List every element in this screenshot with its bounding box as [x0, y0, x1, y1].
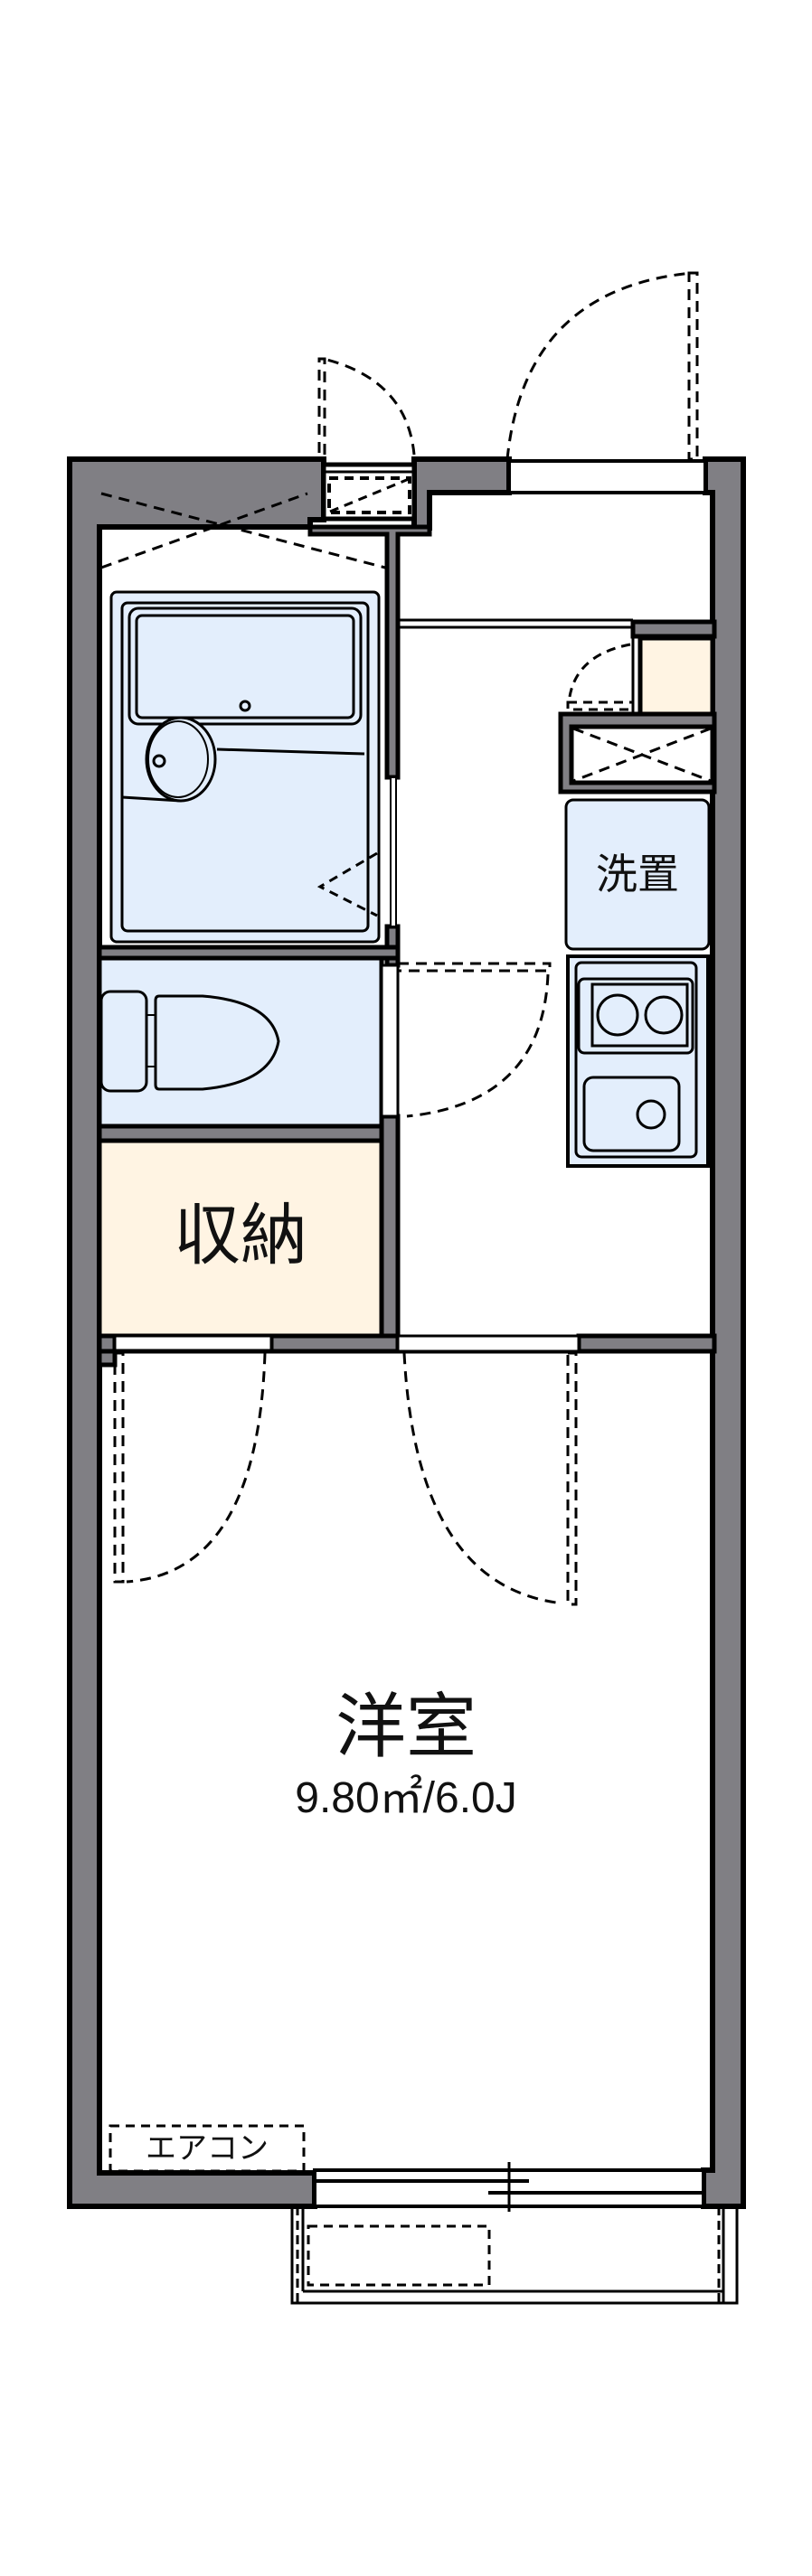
entrance-door: [505, 271, 707, 494]
washing-machine-label: 洗置: [596, 850, 679, 898]
meter-box: [317, 357, 417, 522]
room-name: 洋室: [335, 1687, 477, 1768]
shoe-cabinet: [566, 635, 715, 717]
entrance-step: [398, 618, 633, 629]
storage-closet: [97, 1138, 384, 1339]
pipe-space: [569, 724, 715, 785]
balcony-window: [313, 2162, 705, 2212]
washroom-open-area: [100, 492, 386, 569]
ac-box: [109, 2124, 306, 2173]
bath-door: [390, 776, 397, 927]
washing-machine-area: [564, 798, 711, 951]
room-door: [396, 1334, 581, 1606]
storage-door: [99, 1334, 714, 1584]
balcony: [290, 2205, 739, 2305]
toilet-room: [97, 955, 384, 1129]
storage-label: 収納: [174, 1197, 307, 1274]
toilet-door: [380, 962, 552, 1118]
kitchen-unit: [566, 954, 710, 1168]
room-area: 9.80㎡/6.0J: [295, 1774, 517, 1822]
unit-bath: [109, 590, 381, 944]
ac-label: エアコン: [146, 2130, 269, 2167]
